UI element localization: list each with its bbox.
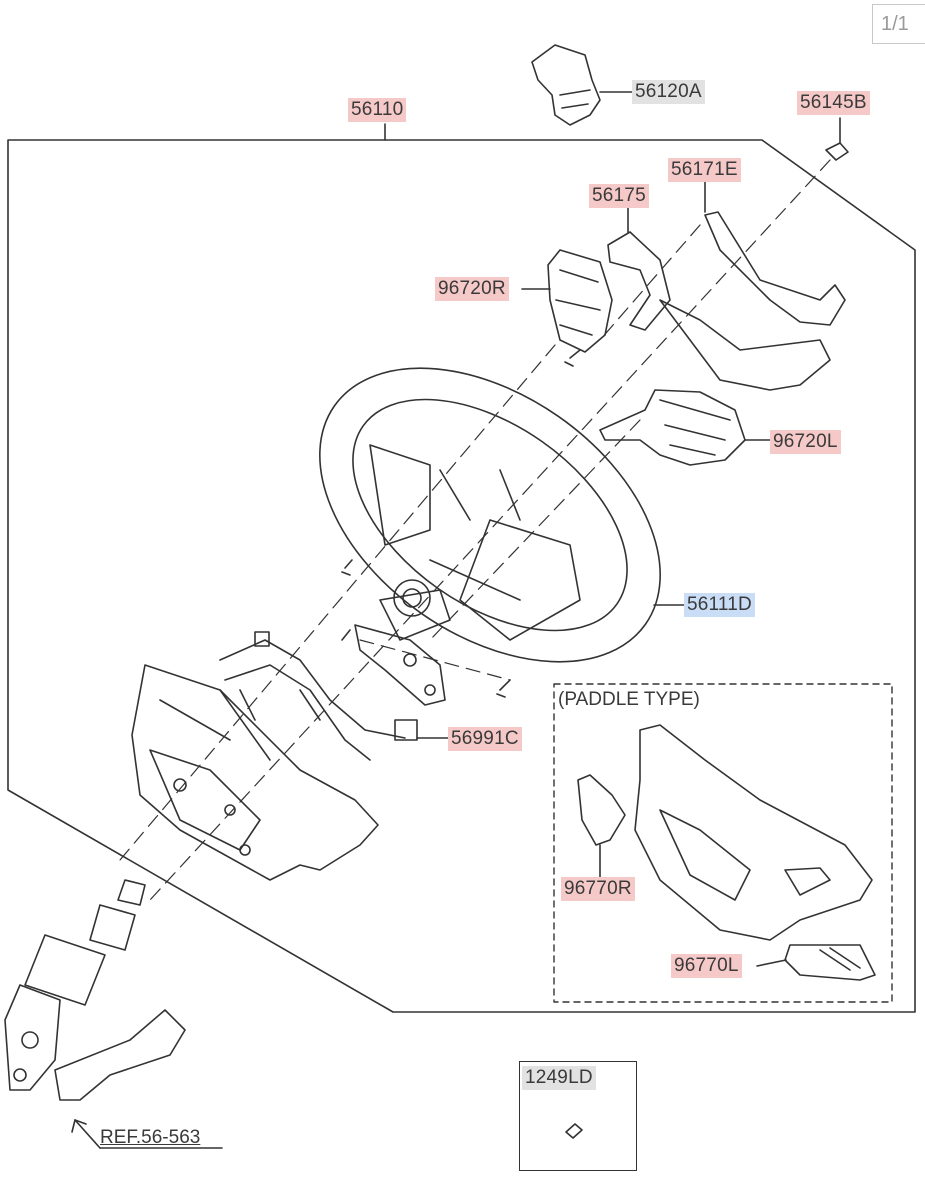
part-label-56175[interactable]: 56175 xyxy=(589,184,649,208)
paddle-type-title: (PADDLE TYPE) xyxy=(558,689,700,710)
part-label-1249LD[interactable]: 1249LD xyxy=(522,1066,596,1090)
switch-96720L xyxy=(599,389,746,466)
steering-column xyxy=(4,879,186,1101)
part-label-56171E[interactable]: 56171E xyxy=(668,158,741,182)
part-label-56110[interactable]: 56110 xyxy=(348,98,407,122)
horn-cover xyxy=(131,664,379,881)
assembly-boundary xyxy=(7,139,916,1013)
clip-56120A xyxy=(531,44,601,126)
part-label-56111D[interactable]: 56111D xyxy=(684,593,755,617)
part-label-96770L[interactable]: 96770L xyxy=(671,954,742,978)
wiring-harness xyxy=(219,631,418,761)
part-label-56120A[interactable]: 56120A xyxy=(632,80,705,104)
switch-96720R xyxy=(547,249,613,367)
page-indicator: 1/1 xyxy=(872,4,925,44)
part-label-56145B[interactable]: 56145B xyxy=(797,91,870,115)
reference-link[interactable]: REF.56-563 xyxy=(100,1127,201,1148)
bolt-56145B xyxy=(825,142,849,161)
bezel-56171E xyxy=(659,211,846,391)
part-box-1249LD xyxy=(519,1061,637,1171)
hub-bracket xyxy=(341,559,511,706)
steering-wheel-rim xyxy=(319,367,661,663)
part-label-56991C[interactable]: 56991C xyxy=(448,727,522,751)
screw-1249LD xyxy=(565,1123,583,1139)
part-label-96720R[interactable]: 96720R xyxy=(435,277,509,301)
part-label-96720L[interactable]: 96720L xyxy=(770,430,841,454)
part-label-96770R[interactable]: 96770R xyxy=(561,877,635,901)
bracket-56175 xyxy=(607,231,671,331)
